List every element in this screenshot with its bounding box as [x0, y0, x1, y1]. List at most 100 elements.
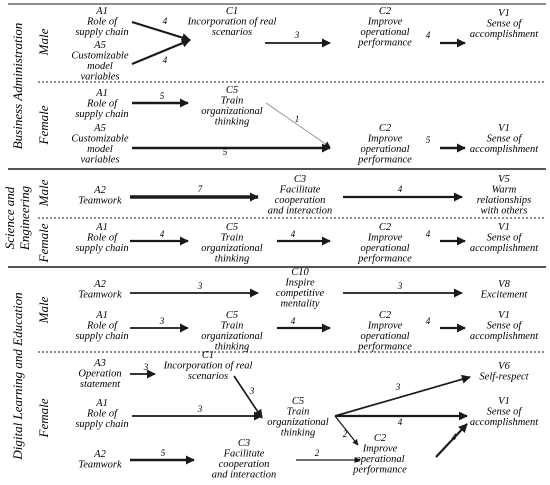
node-text-line: organizational [201, 331, 263, 342]
node-text-line: Improve [367, 233, 403, 244]
node-text-line: accomplishment [470, 29, 539, 40]
node-code: C5 [292, 396, 304, 407]
edge-weight-label: 4 [398, 417, 403, 427]
node-text-line: statement [80, 379, 121, 390]
group-label-science-engineering-line2: Engineering [17, 185, 32, 251]
node-text-line: accomplishment [470, 144, 539, 155]
node-code: V1 [498, 310, 510, 321]
edge-arrow [334, 415, 359, 446]
node-text-line: performance [357, 342, 412, 353]
edge-weight-label: 4 [398, 184, 403, 194]
node-code: A1 [95, 398, 108, 409]
node-code: C5 [226, 85, 238, 96]
edge-weight-label: 1 [295, 114, 300, 124]
gender-label-se-female: Female [36, 223, 51, 263]
node-code: C5 [226, 222, 238, 233]
edge-weight-label: 4 [426, 30, 431, 40]
group-label-business-administration: Business Administration [10, 23, 25, 150]
node-text-line: Facilitate [223, 449, 265, 460]
node-text-line: Sense of [487, 233, 524, 244]
node-text-line: Sense of [487, 407, 524, 418]
node-code: V1 [498, 222, 510, 233]
node-text-line: Improve [367, 17, 403, 28]
node-code: V6 [498, 361, 510, 372]
node-text-line: organizational [267, 417, 329, 428]
node-code: A1 [95, 6, 108, 17]
edge-weight-label: 3 [249, 386, 255, 396]
node-code: C3 [238, 438, 250, 449]
node-text-line: Excitement [480, 290, 529, 301]
node-text-line: scenarios [212, 27, 252, 38]
edge-weight-label: 2 [315, 448, 320, 458]
node-text-line: operational [361, 144, 410, 155]
edge-weight-label: 3 [197, 281, 203, 291]
node-code: C1 [202, 350, 214, 361]
node-text-line: mentality [280, 299, 319, 310]
node-text-line: supply chain [75, 243, 128, 254]
edge-weight-label: 3 [159, 316, 165, 326]
node-code: V5 [498, 174, 510, 185]
edge-weight-label: 3 [395, 382, 401, 392]
node-text-line: thinking [215, 342, 249, 353]
node-text-line: supply chain [75, 27, 128, 38]
node-code: C3 [294, 174, 306, 185]
node-text-line: supply chain [75, 419, 128, 430]
node-text-line: competitive [276, 288, 325, 299]
node-text-line: operational [361, 331, 410, 342]
node-text-line: performance [357, 254, 412, 265]
node-text-line: Sense of [487, 134, 524, 145]
node-text-line: Sense of [487, 19, 524, 30]
edge-weight-label: 5 [160, 91, 165, 101]
edge-arrow [265, 102, 331, 148]
node-text-line: relationships [477, 195, 531, 206]
node-text-line: Improve [362, 444, 398, 455]
edge-weight-label: 4 [452, 432, 457, 442]
node-text-line: Facilitate [279, 185, 321, 196]
node-code: A5 [93, 123, 106, 134]
node-code: V1 [498, 8, 510, 19]
gender-label-dl-male: Male [36, 296, 51, 324]
node-text-line: Incorporation of real [187, 17, 277, 28]
node-text-line: operational [361, 243, 410, 254]
node-text-line: and interaction [268, 206, 332, 217]
edge-weight-label: 5 [223, 147, 228, 157]
edge-weight-label: 3 [197, 404, 203, 414]
node-text-line: supply chain [75, 109, 128, 120]
node-text-line: with others [481, 206, 528, 217]
node-text-line: supply chain [75, 331, 128, 342]
node-text-line: Sense of [487, 321, 524, 332]
node-code: C2 [374, 433, 387, 444]
edge-arrow [233, 375, 263, 419]
node-text-line: variables [80, 72, 119, 83]
edge-weight-label: 3 [143, 362, 149, 372]
edge-weight-label: 4 [163, 16, 168, 26]
node-code: A3 [93, 358, 106, 369]
edge-weight-label: 3 [294, 30, 300, 40]
node-text-line: performance [357, 155, 412, 166]
edge-weight-label: 3 [397, 281, 403, 291]
